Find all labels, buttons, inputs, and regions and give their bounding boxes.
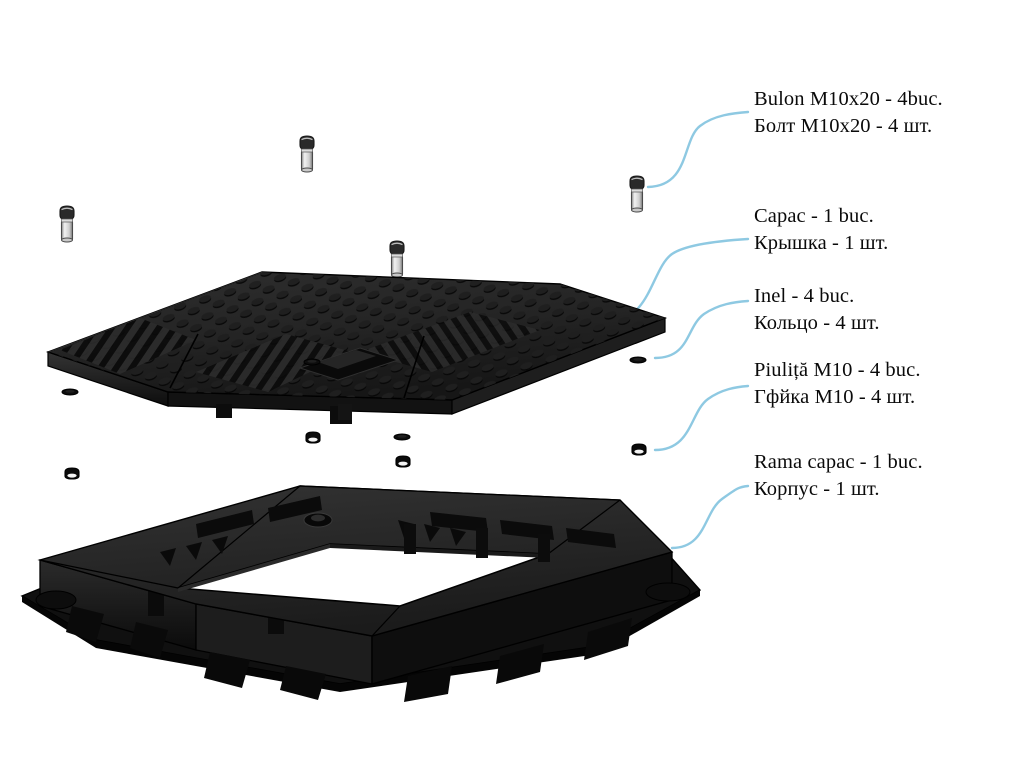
bolt-4 [629, 175, 645, 213]
frame-body [20, 485, 702, 702]
nut-3 [395, 455, 411, 468]
bolt-3 [389, 240, 405, 278]
ring-1 [61, 388, 79, 396]
leader-line-nut [653, 384, 750, 452]
callout-cover-ru: Крышка - 1 шт. [754, 231, 889, 254]
frame-ledge-ribs [39, 485, 621, 637]
callout-bolt: Bulon M10x20 - 4buc. Болт M10x20 - 4 шт. [754, 86, 943, 139]
ring-4 [629, 356, 647, 364]
callout-frame: Rama capac - 1 buc. Корпус - 1 шт. [754, 449, 923, 502]
ring-group [61, 356, 647, 441]
nut-2 [305, 431, 321, 444]
callout-bolt-ru: Болт M10x20 - 4 шт. [754, 114, 933, 137]
callout-cover-ro: Capac - 1 buc. [754, 205, 874, 227]
nut-1 [64, 467, 80, 480]
bolt-1 [59, 205, 75, 243]
bolt-2 [299, 135, 315, 173]
leader-line-ring [653, 299, 750, 360]
ring-2 [303, 358, 321, 366]
leader-line-frame [670, 484, 750, 550]
cover-plate [45, 271, 668, 424]
nut-group [64, 431, 647, 480]
callout-nut-ro: Piuliță M10 - 4 buc. [754, 359, 921, 381]
callout-cover: Capac - 1 buc. Крышка - 1 шт. [754, 203, 888, 256]
callout-ring-ru: Кольцо - 4 шт. [754, 311, 880, 334]
callout-frame-ro: Rama capac - 1 buc. [754, 451, 923, 473]
callout-frame-ru: Корпус - 1 шт. [754, 477, 880, 500]
callout-bolt-ro: Bulon M10x20 - 4buc. [754, 88, 943, 110]
bolt-group [59, 135, 645, 278]
callout-nut: Piuliță M10 - 4 buc. Гфйка M10 - 4 шт. [754, 357, 921, 410]
nut-4 [631, 443, 647, 456]
callout-nut-ru: Гфйка M10 - 4 шт. [754, 385, 916, 408]
callout-ring-ro: Inel - 4 buc. [754, 285, 855, 307]
leader-line-bolt [646, 110, 750, 189]
callout-ring: Inel - 4 buc. Кольцо - 4 шт. [754, 283, 880, 336]
ring-3 [393, 433, 411, 441]
